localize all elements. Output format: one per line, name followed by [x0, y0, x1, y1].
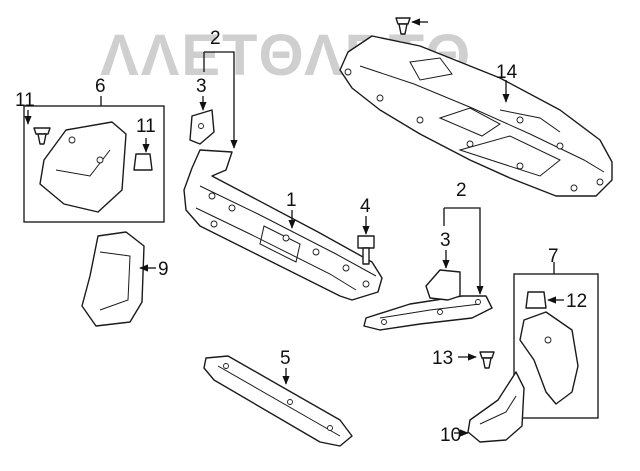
callout-12: 13	[432, 348, 453, 369]
callout-11-left: 11	[136, 116, 156, 137]
part-10-clip	[33, 127, 51, 145]
callout-13: 14	[496, 62, 518, 83]
callout-3-left: 3	[196, 76, 207, 97]
callout-10: 11	[15, 90, 35, 111]
callout-1: 1	[286, 190, 297, 211]
callout-labels: 2 3 1 4 2 3 6 11 11 9 5 7 12 13 10 14	[15, 28, 587, 446]
part-2-bracket-right	[363, 295, 493, 331]
part-11-nut-right	[525, 291, 547, 309]
part-3-bracket-right	[425, 269, 461, 301]
part-9-deflector	[467, 371, 525, 443]
part-13-cover	[339, 35, 613, 197]
callout-5: 5	[280, 348, 291, 369]
callout-2-left: 2	[210, 28, 221, 49]
group-box-7	[513, 273, 599, 419]
part-4-bolt	[357, 235, 375, 265]
part-8-deflector	[81, 231, 145, 327]
part-3-bracket-left	[189, 109, 215, 145]
callout-2-right: 2	[456, 180, 467, 201]
callout-9: 10	[440, 425, 461, 446]
leader-lines	[24, 18, 564, 437]
callout-7: 7	[548, 246, 559, 267]
callout-8: 9	[158, 259, 169, 280]
part-6-duct	[39, 121, 127, 213]
callout-4: 4	[360, 196, 371, 217]
part-12-clip	[479, 351, 495, 369]
part-7-duct-right	[519, 311, 579, 405]
group-box-6	[23, 105, 165, 223]
part-1-frame	[183, 149, 383, 301]
callout-11-right: 12	[566, 291, 587, 312]
part-14-clip	[395, 17, 411, 35]
callout-3-right: 3	[440, 230, 451, 251]
callout-6: 6	[95, 76, 106, 97]
part-5-tiebar	[203, 355, 353, 447]
part-11-nut-left	[133, 153, 153, 171]
